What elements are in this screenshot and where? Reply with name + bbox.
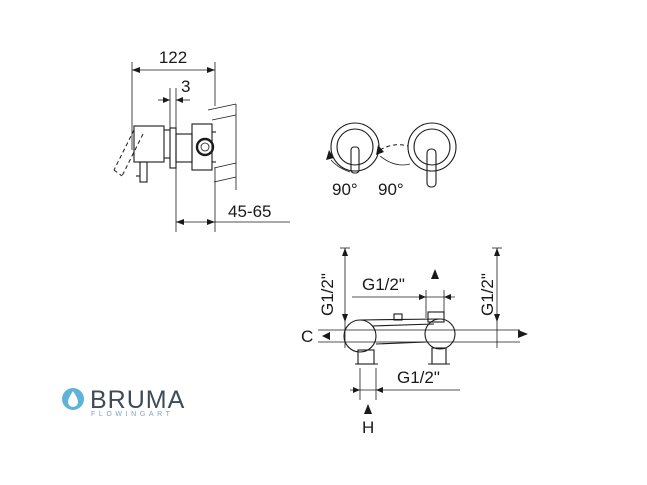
rotation-left-label: 90°	[332, 180, 358, 199]
water-drop-icon	[62, 388, 84, 410]
dim-right-height: G1/2"	[478, 273, 497, 316]
side-view: 122 3	[113, 48, 290, 232]
cold-label: C	[301, 327, 313, 346]
valve-body-view: G1/2" G1/2" G1/2" C	[301, 247, 528, 437]
dim-bottom-thread: G1/2"	[397, 368, 440, 387]
dim-left-height: G1/2"	[318, 273, 337, 316]
dim-wall-depth: 45-65	[228, 202, 271, 221]
dim-plate-thickness: 3	[181, 77, 190, 96]
brand-logo: BRUMA FLOWINGART	[62, 386, 185, 418]
front-view: 90° 90°	[326, 122, 457, 199]
rotation-right-label: 90°	[378, 180, 404, 199]
hot-label: H	[362, 418, 374, 437]
dim-overall-width: 122	[159, 48, 187, 67]
dim-top-thread: G1/2"	[362, 275, 405, 294]
brand-tagline: FLOWINGART	[91, 411, 174, 418]
brand-name: BRUMA	[90, 386, 185, 414]
